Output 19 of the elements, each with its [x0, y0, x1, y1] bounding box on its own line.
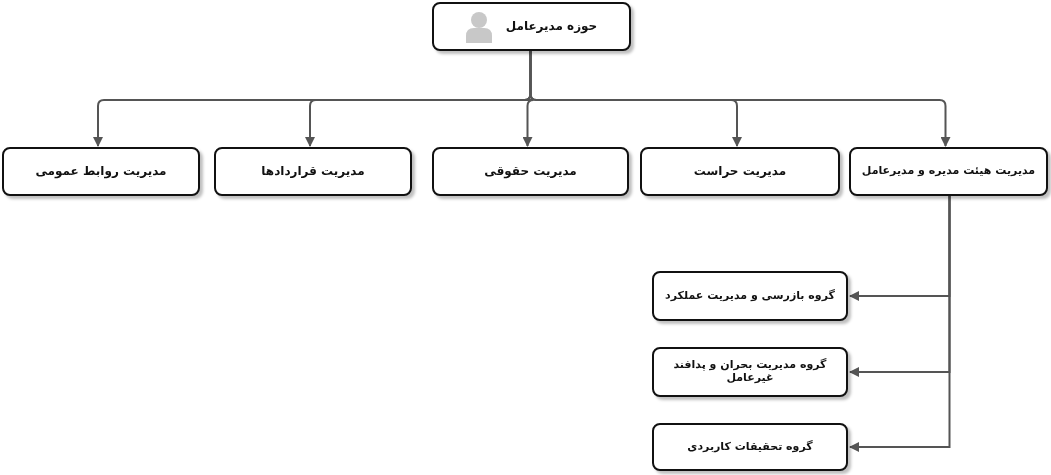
unit-title: مدیریت هیئت مدیره و مدیرعامل	[861, 165, 1036, 178]
unit-title: مدیریت حقوقی	[484, 164, 577, 179]
org-unit-box	[214, 147, 412, 196]
unit-title: مدیریت قراردادها	[261, 164, 365, 179]
unit-title: گروه تحقیقات کاربردی	[687, 440, 813, 454]
org-unit-box	[652, 271, 848, 321]
org-unit-box	[652, 423, 848, 471]
org-unit-box	[432, 147, 629, 196]
org-unit-box	[432, 2, 631, 51]
connector-arrow	[849, 195, 951, 452]
org-unit-box	[849, 147, 1048, 196]
unit-title: گروه مدیریت بحران و پدافند غیرعامل	[672, 359, 828, 385]
unit-title: حوزه مدیرعامل	[505, 19, 598, 34]
unit-title: مدیریت روابط عمومی	[35, 164, 167, 179]
org-unit-box	[640, 147, 840, 196]
unit-title: مدیریت حراست	[693, 164, 787, 179]
org-unit-box	[2, 147, 200, 196]
unit-title: گروه بازرسی و مدیریت عملکرد	[665, 289, 835, 303]
org-unit-box	[652, 347, 848, 397]
